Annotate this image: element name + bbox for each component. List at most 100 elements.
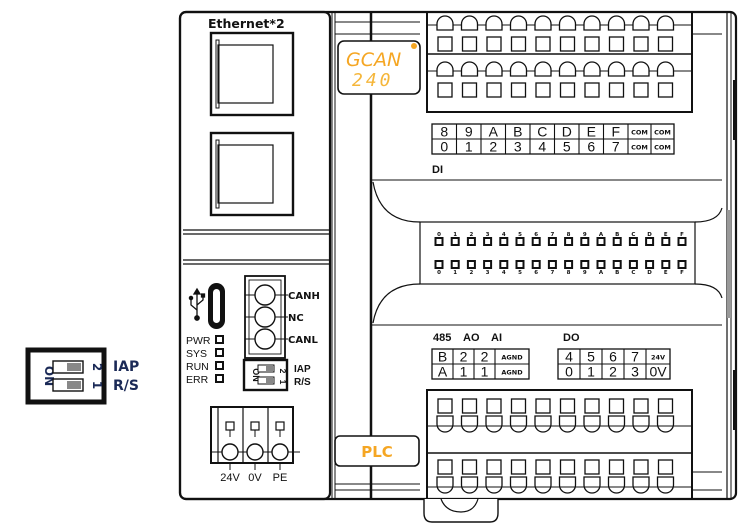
terminal-screw[interactable]: [558, 61, 577, 77]
terminal-screw[interactable]: [632, 476, 650, 494]
terminal-screw[interactable]: [460, 476, 479, 494]
can-screw-canh[interactable]: [254, 284, 276, 306]
terminal-screw[interactable]: [583, 15, 601, 31]
ethernet-port-2[interactable]: [209, 131, 295, 217]
terminal-release-button[interactable]: [608, 398, 625, 414]
terminal-release-button[interactable]: [657, 36, 674, 52]
terminal-release-button[interactable]: [486, 36, 502, 52]
terminal-release-button[interactable]: [584, 459, 600, 475]
terminal-screw[interactable]: [534, 476, 552, 494]
terminal-screw[interactable]: [534, 415, 552, 433]
terminal-screw[interactable]: [632, 415, 650, 433]
terminal-release-button[interactable]: [535, 398, 551, 414]
terminal-screw[interactable]: [460, 415, 479, 433]
power-screw-24v[interactable]: [221, 443, 239, 461]
terminal-release-button[interactable]: [608, 36, 625, 52]
table-cell: 1: [465, 139, 473, 155]
power-screw-0v[interactable]: [246, 443, 264, 461]
terminal-screw[interactable]: [509, 15, 528, 31]
terminal-screw[interactable]: [607, 415, 626, 433]
terminal-screw[interactable]: [656, 15, 675, 31]
can-screw-canl[interactable]: [254, 328, 276, 350]
terminal-screw[interactable]: [485, 61, 503, 77]
terminal-release-button[interactable]: [437, 36, 453, 52]
terminal-screw[interactable]: [509, 415, 528, 433]
terminal-release-button[interactable]: [633, 82, 649, 98]
terminal-screw[interactable]: [583, 476, 601, 494]
can-label-canl: CANL: [288, 335, 318, 346]
terminal-release-button[interactable]: [608, 459, 625, 475]
terminal-release-button[interactable]: [486, 398, 502, 414]
terminal-release-button[interactable]: [437, 398, 453, 414]
terminal-screw[interactable]: [436, 476, 454, 494]
terminal-screw[interactable]: [460, 61, 479, 77]
terminal-release-button[interactable]: [584, 36, 600, 52]
terminal-release-button[interactable]: [608, 82, 625, 98]
terminal-release-button[interactable]: [584, 398, 600, 414]
dip-switch-small[interactable]: ON 2 1: [242, 358, 289, 392]
terminal-release-button[interactable]: [657, 459, 674, 475]
terminal-screw[interactable]: [534, 61, 552, 77]
power-label-0v: 0V: [248, 472, 262, 484]
terminal-release-button[interactable]: [461, 459, 478, 475]
brand-logo: GCAN: [346, 49, 401, 71]
table-cell: 4: [538, 139, 546, 155]
terminal-screw[interactable]: [436, 415, 454, 433]
terminal-release-button[interactable]: [535, 459, 551, 475]
terminal-screw[interactable]: [607, 476, 626, 494]
terminal-release-button[interactable]: [461, 82, 478, 98]
terminal-screw[interactable]: [607, 15, 626, 31]
terminal-screw[interactable]: [583, 61, 601, 77]
terminal-screw[interactable]: [509, 61, 528, 77]
terminal-screw[interactable]: [558, 415, 577, 433]
terminal-release-button[interactable]: [510, 82, 527, 98]
dip-switch-callout: ON 2 1: [25, 347, 107, 405]
terminal-screw[interactable]: [485, 415, 503, 433]
table-cell: 7: [631, 349, 639, 365]
power-screw-pe[interactable]: [271, 443, 289, 461]
terminal-release-button[interactable]: [486, 459, 502, 475]
dip-label-iap: IAP: [294, 364, 311, 375]
ethernet-port-1[interactable]: [209, 31, 295, 117]
terminal-release-button[interactable]: [535, 82, 551, 98]
terminal-release-button[interactable]: [633, 459, 649, 475]
can-screw-nc[interactable]: [254, 306, 276, 328]
terminal-screw[interactable]: [436, 15, 454, 31]
terminal-screw[interactable]: [607, 61, 626, 77]
terminal-release-button[interactable]: [633, 398, 649, 414]
terminal-screw[interactable]: [534, 15, 552, 31]
terminal-release-button[interactable]: [461, 398, 478, 414]
ethernet-label: Ethernet*2: [208, 16, 285, 31]
terminal-screw[interactable]: [436, 61, 454, 77]
terminal-release-button[interactable]: [437, 82, 453, 98]
terminal-screw[interactable]: [558, 15, 577, 31]
terminal-release-button[interactable]: [633, 36, 649, 52]
terminal-screw[interactable]: [460, 15, 479, 31]
terminal-release-button[interactable]: [510, 36, 527, 52]
terminal-release-button[interactable]: [584, 82, 600, 98]
terminal-screw[interactable]: [656, 61, 675, 77]
terminal-screw[interactable]: [656, 476, 675, 494]
terminal-release-button[interactable]: [559, 398, 576, 414]
terminal-screw[interactable]: [632, 15, 650, 31]
led-bottom-label: 1: [453, 270, 457, 276]
terminal-release-button[interactable]: [510, 459, 527, 475]
terminal-release-button[interactable]: [559, 36, 576, 52]
terminal-screw[interactable]: [583, 415, 601, 433]
terminal-release-button[interactable]: [559, 82, 576, 98]
terminal-release-button[interactable]: [461, 36, 478, 52]
terminal-screw[interactable]: [485, 15, 503, 31]
terminal-release-button[interactable]: [437, 459, 453, 475]
terminal-screw[interactable]: [656, 415, 675, 433]
terminal-release-button[interactable]: [559, 459, 576, 475]
terminal-screw[interactable]: [558, 476, 577, 494]
terminal-release-button[interactable]: [657, 82, 674, 98]
terminal-screw[interactable]: [632, 61, 650, 77]
terminal-screw[interactable]: [485, 476, 503, 494]
terminal-screw[interactable]: [509, 476, 528, 494]
terminal-release-button[interactable]: [486, 82, 502, 98]
terminal-release-button[interactable]: [510, 398, 527, 414]
terminal-release-button[interactable]: [657, 398, 674, 414]
terminal-release-button[interactable]: [535, 36, 551, 52]
led-top-label: 2: [469, 232, 473, 238]
